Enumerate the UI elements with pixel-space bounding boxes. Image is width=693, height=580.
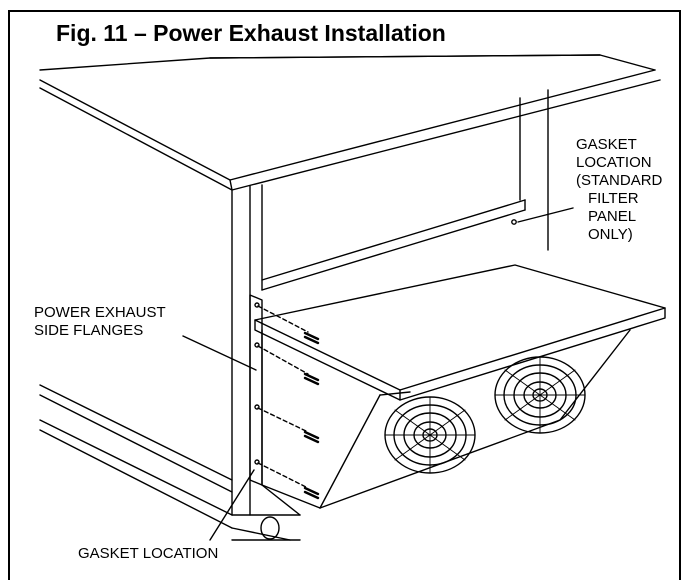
- filter-opening-frame: [231, 89, 549, 516]
- leader-gasket-top: [517, 207, 574, 223]
- label-line: ONLY): [588, 226, 633, 243]
- label-line: SIDE FLANGES: [34, 322, 144, 339]
- label-gasket-location-standard-filter: GASKET LOCATION (STANDARD FILTER PANEL O…: [576, 136, 662, 244]
- mounting-screws: [257, 305, 320, 500]
- unit-cabinet-base: [39, 384, 301, 541]
- figure-title: Fig. 11 – Power Exhaust Installation: [56, 20, 446, 46]
- label-line: POWER EXHAUST: [34, 304, 166, 321]
- fan-guard-left: [384, 396, 476, 474]
- gasket-hole-top: [511, 219, 517, 225]
- side-flange-plate: [249, 294, 263, 486]
- label-line: FILTER: [588, 190, 639, 207]
- leader-side-flanges: [182, 335, 257, 371]
- figure-frame: [8, 10, 681, 580]
- label-line: (STANDARD: [576, 172, 663, 189]
- exhaust-hood-top-panel: [254, 264, 666, 401]
- leader-lines: [182, 207, 574, 541]
- label-line: GASKET: [576, 136, 637, 153]
- label-line: LOCATION: [576, 154, 652, 171]
- leader-gasket-bottom: [209, 469, 255, 541]
- base-rail-hole: [260, 516, 280, 540]
- unit-cabinet-top: [39, 54, 661, 191]
- exhaust-housing: [261, 329, 631, 516]
- fan-guard-right: [494, 356, 586, 434]
- label-gasket-location-bottom: GASKET LOCATION: [78, 545, 219, 562]
- label-line: PANEL: [588, 208, 637, 225]
- label-power-exhaust-side-flanges: POWER EXHAUST SIDE FLANGES: [34, 304, 166, 340]
